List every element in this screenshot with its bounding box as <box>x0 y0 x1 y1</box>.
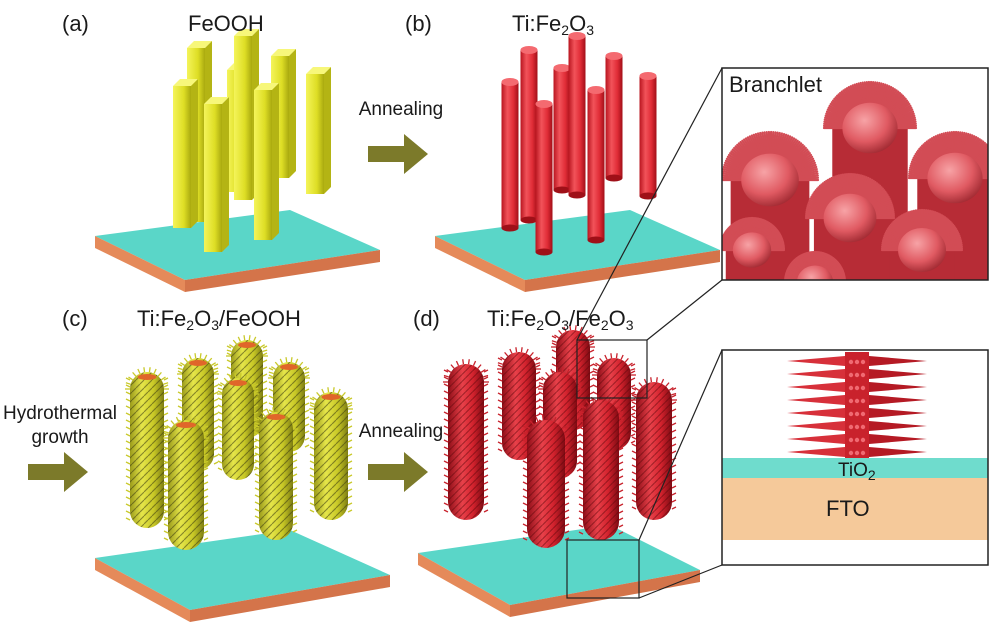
rod-core-cap <box>238 342 256 348</box>
substrate-c <box>95 530 390 622</box>
fto-label: FTO <box>826 497 870 521</box>
coated-rod <box>217 373 259 480</box>
arrow-hydrothermal <box>28 452 88 492</box>
rod-core-cap <box>229 380 247 386</box>
annealing-label-bottom: Annealing <box>346 420 456 444</box>
rod-core-cap <box>280 364 298 370</box>
rod-core-cap <box>321 394 340 400</box>
layer-inset <box>722 350 988 565</box>
branchlet-label: Branchlet <box>729 72 822 98</box>
panel-b-title: Ti:Fe2O3 <box>512 12 594 36</box>
hematite-rod <box>640 72 657 200</box>
annealing-label-top: Annealing <box>346 98 456 122</box>
hematite-rod <box>536 100 553 256</box>
panel-a-tag: (a) <box>62 12 89 36</box>
hematite-rod <box>606 52 623 182</box>
rod-core-cap <box>176 422 196 428</box>
rod-core-cap <box>266 414 285 420</box>
hematite-rod <box>554 64 571 194</box>
feooh-coated-rods <box>125 335 353 550</box>
hematite-rod <box>588 86 605 244</box>
substrate-a <box>95 210 380 292</box>
panel-d-tag: (d) <box>413 307 440 331</box>
rod-core-cap <box>137 374 156 380</box>
panel-d-title: Ti:Fe2O3/Fe2O3 <box>487 307 634 331</box>
panel-c-tag: (c) <box>62 307 88 331</box>
panel-b-tag: (b) <box>405 12 432 36</box>
coated-rod <box>254 407 298 540</box>
hematite-rod <box>502 78 519 232</box>
arrow-annealing-top <box>368 134 428 174</box>
panel-c-title: Ti:Fe2O3/FeOOH <box>137 307 301 331</box>
branched-hematite-rods <box>443 325 677 548</box>
coated-rod <box>125 367 169 528</box>
branched-rod <box>631 377 677 520</box>
panel-a-title: FeOOH <box>188 12 264 36</box>
arrow-annealing-bottom <box>368 452 428 492</box>
coated-rod <box>309 387 353 520</box>
hematite-rod <box>521 46 538 224</box>
feooh-pillar <box>306 67 331 194</box>
branched-rod <box>578 395 624 540</box>
tio2-label: TiO2 <box>838 459 876 483</box>
substrate-b <box>435 210 720 292</box>
rod-core-cap <box>189 360 207 366</box>
feooh-pillar <box>204 97 229 252</box>
branched-rod <box>522 415 570 548</box>
coated-rod <box>163 415 209 550</box>
feooh-pillar <box>173 79 198 228</box>
hematite-rod <box>569 32 586 199</box>
feooh-pillar <box>254 83 279 240</box>
